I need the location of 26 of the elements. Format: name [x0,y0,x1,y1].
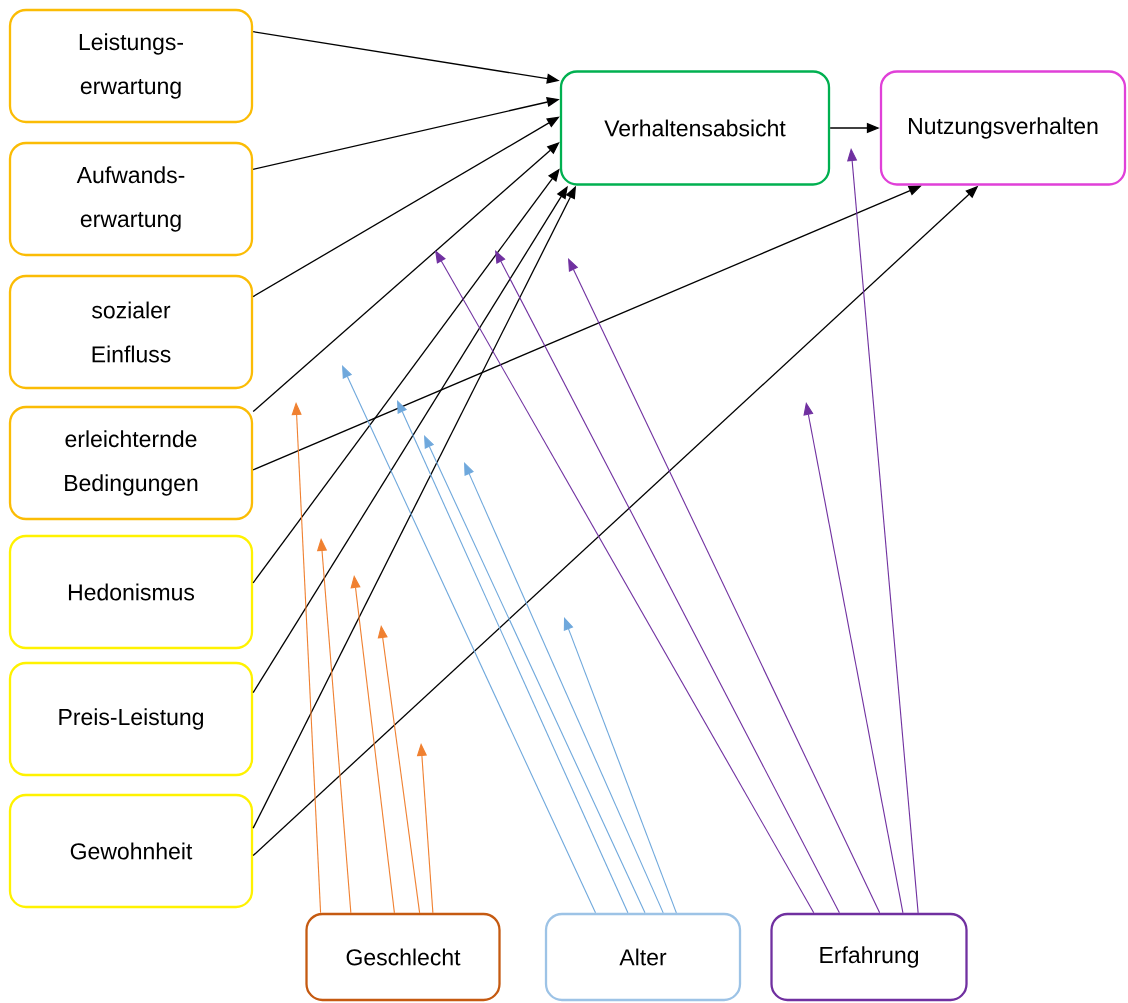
arrow [568,258,881,914]
arrow [464,462,664,914]
moderator-box: Geschlecht [305,912,501,1002]
moderator-box: Alter [544,912,742,1002]
factor-box: Hedonismus [8,534,254,650]
moderator-box: Erfahrung [770,912,968,1002]
arrow [397,400,629,914]
arrow [377,625,421,914]
factor-box: sozialer Einfluss [8,274,254,390]
factor-box: Leistungs- erwartung [8,8,254,124]
usage-box: Nutzungsverhalten [879,70,1127,186]
arrow [847,148,919,914]
factor-box: erleichternde Bedingungen [8,405,254,521]
arrow [424,435,646,914]
intention-box: Verhaltensabsicht [559,70,831,186]
arrow [435,250,815,914]
factor-box: Preis-Leistung [8,661,254,777]
arrow [316,538,352,914]
arrow [291,402,322,914]
arrow [342,365,597,914]
arrow [495,250,840,914]
factor-box: Aufwands- erwartung [8,141,254,257]
factor-box: Gewohnheit [8,793,254,909]
arrow [563,617,677,914]
arrow [803,402,904,914]
arrow [350,575,395,914]
